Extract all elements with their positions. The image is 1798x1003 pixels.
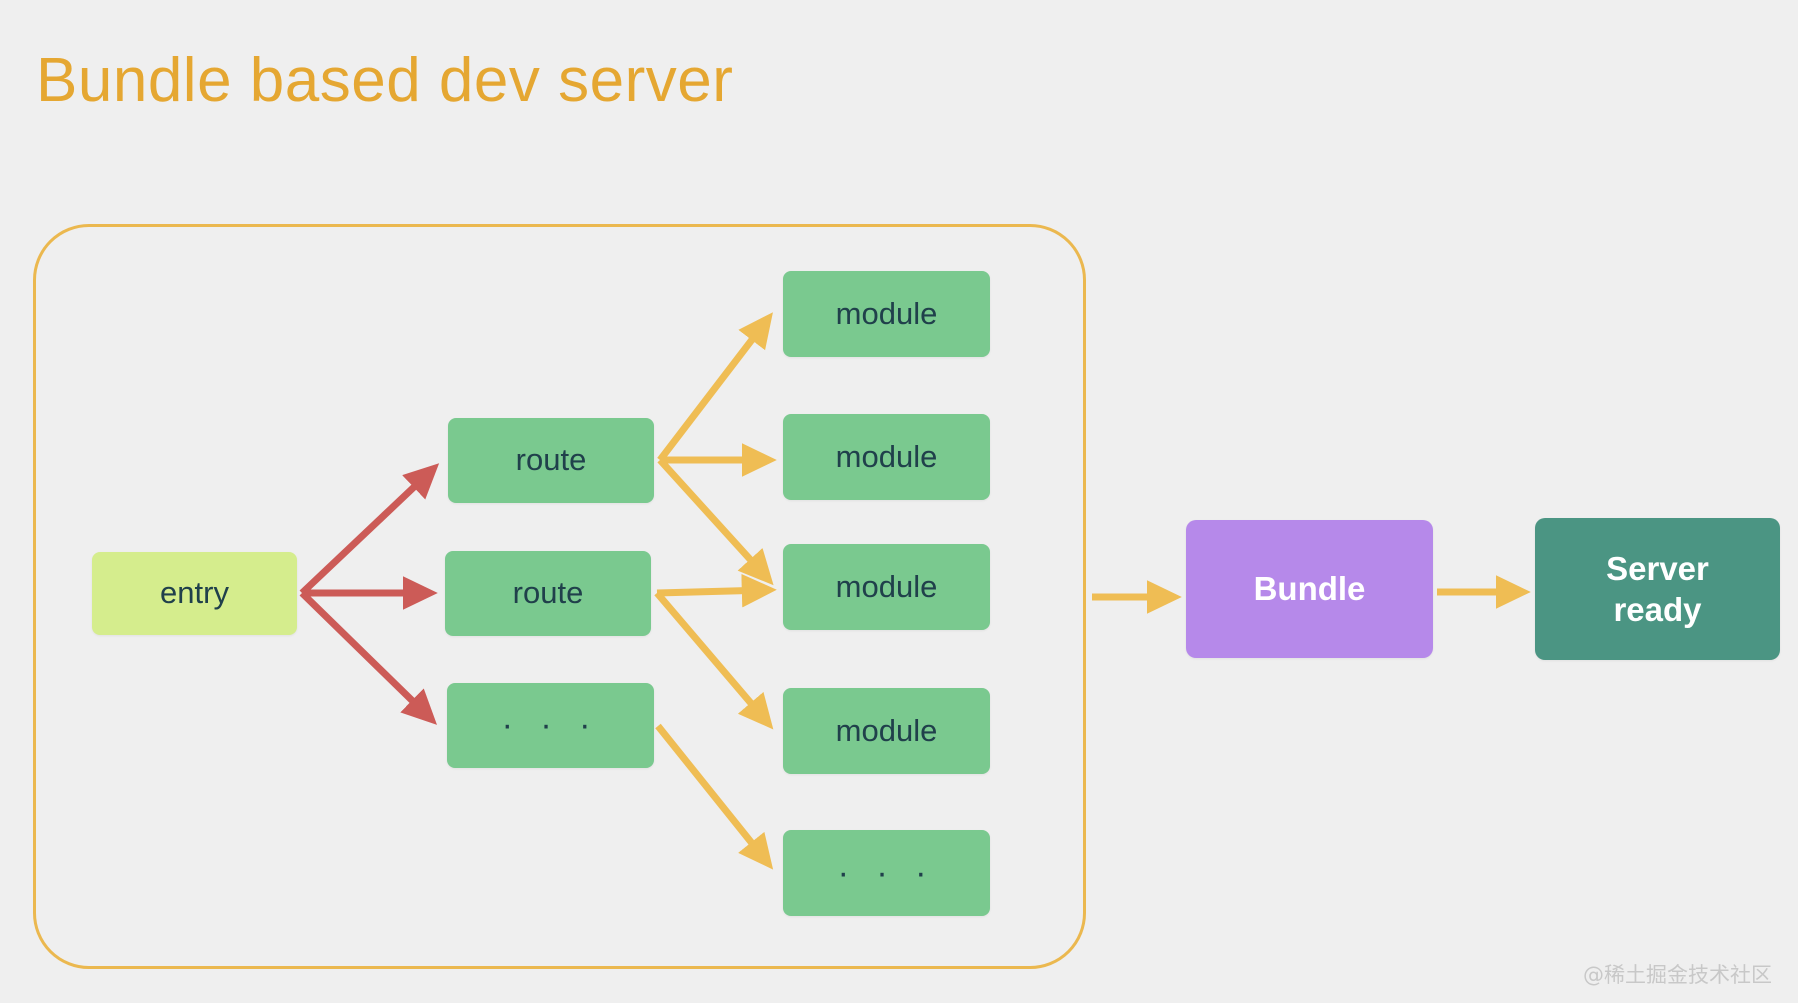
node-route-ellipsis[interactable]: · · · [447, 683, 654, 768]
node-bundle[interactable]: Bundle [1186, 520, 1433, 658]
node-route-2[interactable]: route [445, 551, 651, 636]
server-ready-line-2: ready [1613, 591, 1702, 628]
node-module-3[interactable]: module [783, 544, 990, 630]
node-module-2[interactable]: module [783, 414, 990, 500]
watermark: @稀土掘金技术社区 [1583, 963, 1772, 987]
node-server-ready[interactable]: Server ready [1535, 518, 1780, 660]
node-module-ellipsis[interactable]: · · · [783, 830, 990, 916]
page-title: Bundle based dev server [36, 46, 734, 115]
server-ready-line-1: Server [1606, 549, 1709, 587]
node-module-4[interactable]: module [783, 688, 990, 774]
bundle-group-container [33, 224, 1086, 969]
node-route-1[interactable]: route [448, 418, 654, 503]
node-entry[interactable]: entry [92, 552, 297, 635]
node-module-1[interactable]: module [783, 271, 990, 357]
